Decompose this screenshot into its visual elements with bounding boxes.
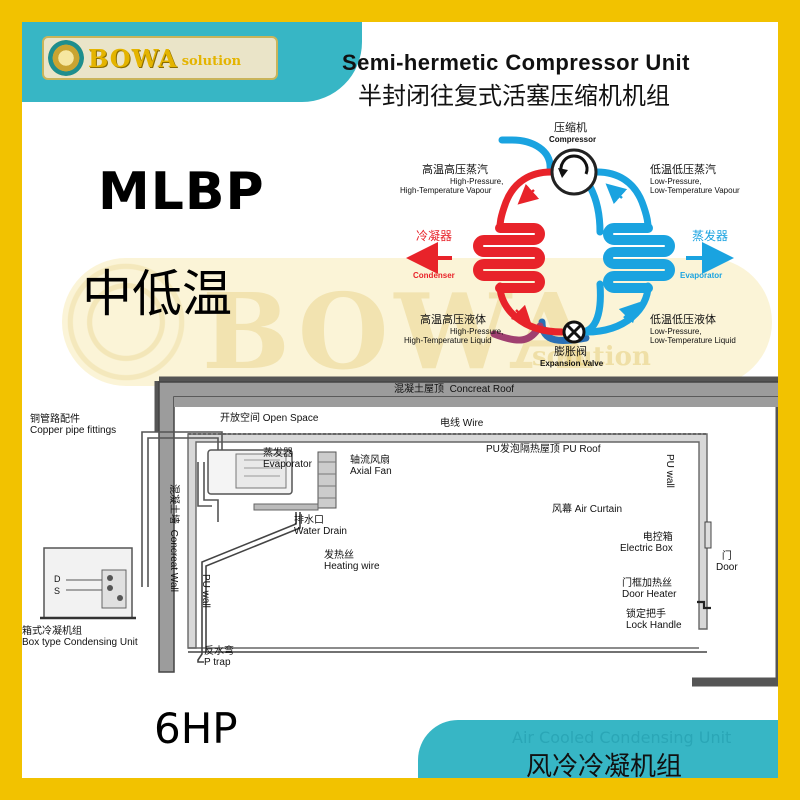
compressor-icon (550, 148, 598, 196)
footer-band (418, 720, 778, 778)
suction-port-label: S (54, 586, 61, 596)
compressor-label-cn: 压缩机 (554, 121, 587, 134)
pu-insulation (187, 433, 708, 653)
watermark-seal-icon (64, 260, 188, 384)
lp-liquid-cn: 低温低压液体 (650, 313, 716, 326)
hp-vapour-en2: High-Temperature Vapour (400, 186, 492, 195)
open-space-label: 开放空间 Open Space (220, 413, 319, 424)
watermark-logo-sub: solution (532, 342, 651, 372)
hp-vapour-en1: High-Pressure, (450, 177, 504, 186)
poster-card: BOWA solution Semi-hermetic Compressor U… (22, 22, 778, 778)
power-rating: 6HP (154, 704, 238, 753)
lp-liquid-en2: Low-Temperature Liquid (650, 336, 736, 345)
hp-liquid-en1: High-Pressure, (450, 327, 504, 336)
evaporator-label-cn: 蒸发器 (692, 229, 729, 243)
title-english: Semi-hermetic Compressor Unit (342, 50, 690, 75)
website-link[interactable]: www.bowasolution.com (583, 695, 772, 714)
pu-roof-label: PU发泡隔热屋顶 PU Roof (486, 444, 601, 455)
model-code: MLBP (98, 162, 265, 222)
concrete-shell (154, 376, 778, 687)
hp-vapour-cn: 高温高压蒸汽 (422, 163, 488, 176)
model-temperature-range: 中低温 (82, 265, 232, 323)
condenser-label-cn: 冷凝器 (416, 229, 453, 243)
footer-title-chinese: 风冷冷凝机组 (526, 752, 683, 778)
condenser-label-en: Condenser (413, 271, 455, 280)
evaporator-label-en: Evaporator (680, 271, 723, 280)
wire-label: 电线 Wire (440, 418, 484, 429)
door-hardware (697, 521, 712, 610)
expansion-valve-icon (562, 320, 586, 344)
pu-wall-left-label: PU wall (200, 574, 211, 608)
hp-liquid-en2: High-Temperature Liquid (404, 336, 492, 345)
compressor-label-en: Compressor (549, 135, 597, 144)
diagram-drawing (40, 136, 778, 687)
pu-wall-right-label: PU wall (664, 454, 675, 488)
expansion-valve-en: Expansion Valve (540, 359, 604, 368)
condenser-coil-icon (473, 223, 545, 293)
air-curtain-label: 风幕 Air Curtain (552, 504, 623, 515)
logo-emblem-icon (48, 40, 84, 76)
hp-liquid-cn: 高温高压液体 (420, 313, 486, 326)
lp-vapour-en2: Low-Temperature Vapour (650, 186, 740, 195)
flow-arrows (406, 183, 734, 327)
evaporator-coil-icon (603, 223, 675, 293)
discharge-port-label: D (54, 574, 61, 584)
evaporator-unit-icon (207, 449, 337, 511)
brand-name: BOWA (88, 43, 178, 73)
concrete-wall-label: 混凝土墙 Concreat Wall (168, 484, 179, 592)
box-condensing-unit-icon (40, 547, 136, 620)
expansion-valve-cn: 膨胀阀 (554, 345, 587, 358)
lp-vapour-cn: 低温低压蒸汽 (650, 163, 716, 176)
roof-label: 混凝土屋顶 Concreat Roof (394, 384, 515, 395)
footer-title-english: Air Cooled Condensing Unit (512, 728, 732, 747)
drain-pipe (197, 512, 301, 663)
brand-logo: BOWA solution (42, 36, 278, 80)
lp-liquid-en1: Low-Pressure, (650, 327, 702, 336)
lp-vapour-en1: Low-Pressure, (650, 177, 702, 186)
brand-suffix: solution (181, 53, 242, 69)
title-chinese: 半封闭往复式活塞压缩机机组 (358, 82, 670, 110)
